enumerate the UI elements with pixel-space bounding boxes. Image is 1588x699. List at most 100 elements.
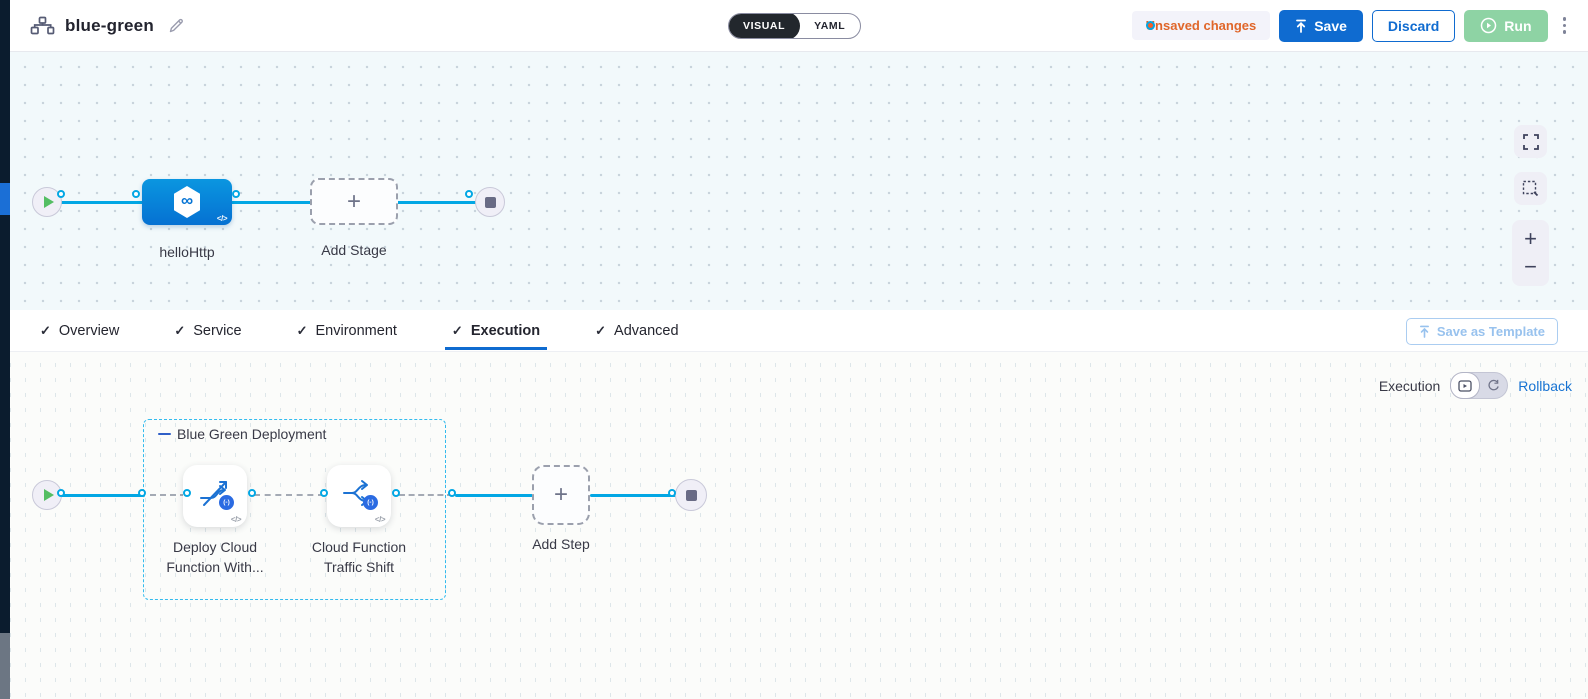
cloud-function-badge-icon: (-) xyxy=(363,495,378,510)
add-step-label: Add Step xyxy=(532,536,590,552)
toggle-yaml[interactable]: YAML xyxy=(814,20,846,32)
zoom-out-button[interactable]: − xyxy=(1524,254,1537,279)
exec-dashed-connector xyxy=(150,494,186,496)
exec-dashed-connector xyxy=(399,494,453,496)
exec-dashed-connector xyxy=(254,494,324,496)
connector-port xyxy=(183,489,191,497)
marquee-select-button[interactable] xyxy=(1514,172,1547,205)
tab-label: Execution xyxy=(470,322,541,339)
stop-square-icon xyxy=(685,489,697,501)
execution-rollback-switch[interactable] xyxy=(1450,372,1509,399)
run-label: Run xyxy=(1504,17,1532,34)
left-nav-active-indicator xyxy=(0,183,10,215)
cd-stage-icon: ∞ xyxy=(172,185,202,219)
add-stage-button[interactable]: + xyxy=(310,178,398,225)
connector-port xyxy=(138,489,146,497)
group-label: Blue Green Deployment xyxy=(177,426,327,442)
exec-connector-line xyxy=(455,494,533,497)
add-stage-label: Add Stage xyxy=(321,242,387,258)
zoom-controls: + − xyxy=(1512,220,1549,286)
tab-advanced[interactable]: ✓ Advanced xyxy=(595,323,678,339)
fullscreen-icon xyxy=(1522,133,1539,150)
execution-end-node[interactable] xyxy=(675,479,707,511)
connector-port xyxy=(320,489,328,497)
more-options-menu[interactable] xyxy=(1557,13,1573,38)
tab-service[interactable]: ✓ Service xyxy=(174,323,241,339)
rollback-link[interactable]: Rollback xyxy=(1518,377,1572,394)
check-icon: ✓ xyxy=(296,322,308,338)
execution-start-node[interactable] xyxy=(32,480,62,510)
edit-title-icon[interactable] xyxy=(168,17,185,34)
add-step-button[interactable]: + xyxy=(532,465,590,525)
connector-port xyxy=(448,489,456,497)
check-icon: ✓ xyxy=(451,322,463,338)
unsaved-dot-icon xyxy=(1145,21,1155,30)
discard-button[interactable]: Discard xyxy=(1371,9,1456,42)
tab-execution[interactable]: ✓ Execution xyxy=(444,322,548,350)
tab-environment[interactable]: ✓ Environment xyxy=(297,323,397,339)
pipeline-connector-line xyxy=(47,201,490,204)
execution-mode-label: Execution xyxy=(1378,377,1441,394)
collapsed-left-nav[interactable] xyxy=(0,0,10,699)
connector-port xyxy=(248,489,256,497)
unsaved-changes-label: Unsaved changes xyxy=(1145,18,1257,33)
execution-mode-icon[interactable] xyxy=(1450,372,1481,399)
pipeline-end-node[interactable] xyxy=(475,187,505,217)
tab-label: Environment xyxy=(315,322,397,339)
step-node-deploy-cloud-function[interactable]: (-) </> xyxy=(183,465,247,527)
unsaved-changes-badge: Unsaved changes xyxy=(1131,11,1271,40)
save-as-template-button[interactable]: Save as Template xyxy=(1405,318,1558,345)
rollback-mode-icon[interactable] xyxy=(1479,373,1507,398)
pipeline-title: blue-green xyxy=(65,15,154,35)
check-icon: ✓ xyxy=(595,322,607,338)
save-as-template-label: Save as Template xyxy=(1436,324,1545,339)
tab-label: Overview xyxy=(58,322,120,339)
step-node-traffic-shift[interactable]: (-) </> xyxy=(327,465,391,527)
toggle-visual[interactable]: VISUAL xyxy=(729,14,801,38)
collapse-group-icon[interactable] xyxy=(158,432,171,436)
connector-port xyxy=(668,489,676,497)
pipeline-start-node[interactable] xyxy=(32,187,62,217)
visual-yaml-toggle: VISUAL YAML xyxy=(728,13,862,39)
step-group-blue-green-deployment[interactable] xyxy=(143,419,446,600)
run-button[interactable]: Run xyxy=(1464,9,1548,42)
tab-overview[interactable]: ✓ Overview xyxy=(40,323,119,339)
plus-icon: + xyxy=(346,187,361,215)
connector-port xyxy=(132,190,140,198)
step-label: Cloud Function Traffic Shift xyxy=(311,539,407,575)
step-label: Deploy Cloud Function With... xyxy=(166,539,264,575)
fullscreen-button[interactable] xyxy=(1514,125,1547,158)
pipeline-header: blue-green VISUAL YAML Unsaved changes S… xyxy=(10,0,1588,52)
check-icon: ✓ xyxy=(174,322,186,338)
discard-label: Discard xyxy=(1387,17,1440,34)
connector-port xyxy=(465,190,473,198)
connector-port xyxy=(392,489,400,497)
start-play-icon xyxy=(43,196,54,208)
stage-config-tabbar: ✓ Overview ✓ Service ✓ Environment ✓ Exe… xyxy=(10,310,1588,352)
exec-connector-line xyxy=(590,494,676,497)
tab-label: Service xyxy=(193,322,242,339)
stage-label: helloHttp xyxy=(159,244,215,260)
connector-port xyxy=(57,190,65,198)
upload-arrow-icon xyxy=(1419,325,1429,338)
zoom-in-button[interactable]: + xyxy=(1524,226,1537,251)
tab-label: Advanced xyxy=(614,322,679,339)
cloud-function-badge-icon: (-) xyxy=(219,495,234,510)
step-code-icon: </> xyxy=(374,515,386,524)
pipeline-canvas[interactable]: ∞ </> + helloHttp Add Stage + − xyxy=(10,52,1588,310)
marquee-select-icon xyxy=(1522,180,1539,197)
connector-port xyxy=(57,489,65,497)
run-play-icon xyxy=(1481,17,1497,34)
save-label: Save xyxy=(1314,17,1347,34)
execution-canvas[interactable]: Execution Rollback Blue Green Deployment xyxy=(10,352,1588,699)
deploy-no-traffic-icon xyxy=(197,477,233,514)
stage-node-hellohttp[interactable]: ∞ </> xyxy=(142,179,232,225)
start-play-icon xyxy=(43,489,54,501)
left-nav-scroll-indicator xyxy=(0,633,10,699)
plus-icon: + xyxy=(553,481,568,508)
stage-code-icon: </> xyxy=(216,214,228,223)
pipeline-icon xyxy=(30,16,55,35)
stop-square-icon xyxy=(484,196,496,208)
save-button[interactable]: Save xyxy=(1279,9,1363,42)
upload-arrow-icon xyxy=(1296,19,1307,33)
